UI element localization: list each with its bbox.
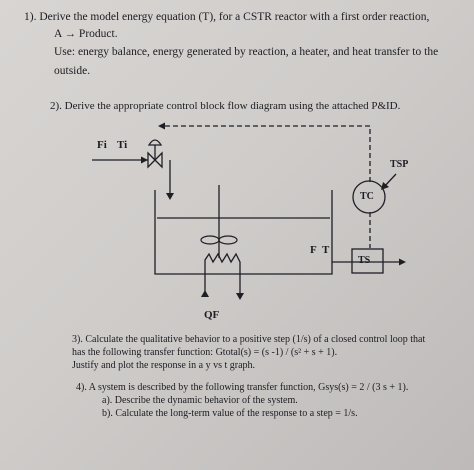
setpoint-label: TSP	[390, 159, 409, 170]
ts-label: TS	[358, 255, 371, 266]
reactor-tank	[154, 190, 333, 275]
inlet-flow-label: Fi	[97, 139, 107, 151]
heater-in-arrowhead	[201, 290, 209, 297]
heater-out-arrowhead	[236, 293, 244, 300]
temperature-sensor-box	[351, 248, 384, 274]
temperature-controller-bubble	[352, 180, 386, 214]
inlet-temp-label: Ti	[117, 139, 128, 151]
q2-text: 2). Derive the appropriate control block…	[50, 100, 401, 112]
q3-line-3: Justify and plot the response in a y vs …	[72, 360, 256, 371]
tc-label: TC	[360, 191, 374, 202]
outlet-flow-label: F	[310, 244, 317, 256]
control-signal-line	[160, 125, 371, 182]
q1-line-1: 1). Derive the model energy equation (T)…	[24, 11, 430, 23]
setpoint-arrowhead	[381, 182, 389, 190]
heater-coil	[204, 252, 241, 268]
inlet-arrowhead	[141, 156, 148, 164]
signal-arrowhead	[158, 122, 165, 130]
valve-actuator	[147, 139, 163, 146]
q4-line-1: 4). A system is described by the followi…	[76, 382, 409, 393]
q4-line-2: a). Describe the dynamic behavior of the…	[102, 395, 298, 406]
q1-line-2: A → Product.	[54, 28, 118, 40]
impeller-blade-left	[200, 235, 220, 245]
outlet-arrowhead	[399, 258, 406, 266]
feed-arrowhead	[166, 193, 174, 200]
impeller-blade-right	[218, 235, 238, 245]
q3-line-1: 3). Calculate the qualitative behavior t…	[72, 334, 426, 345]
q3-line-2: has the following transfer function: Gto…	[72, 347, 338, 358]
q1-line-4: outside.	[54, 65, 91, 77]
q1-line-3: Use: energy balance, energy generated by…	[54, 46, 439, 58]
q4-line-3: b). Calculate the long-term value of the…	[102, 408, 358, 419]
outlet-temp-label: T	[322, 244, 330, 256]
heat-flow-label: QF	[204, 309, 220, 321]
